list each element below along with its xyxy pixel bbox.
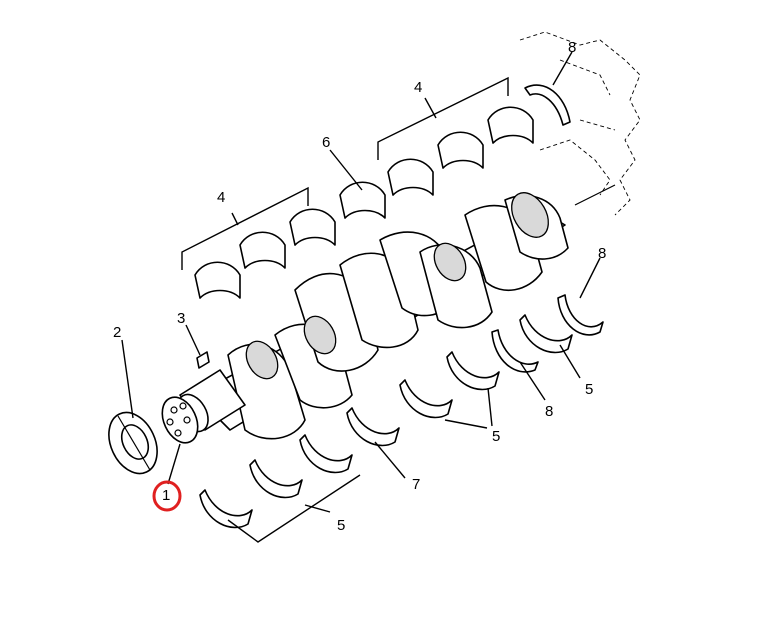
lower-bearing-shells-right bbox=[399, 314, 573, 419]
crankshaft bbox=[177, 192, 569, 440]
callout-2: 2 bbox=[113, 324, 121, 341]
callout-1: 1 bbox=[162, 487, 170, 504]
callout-8-lower: 8 bbox=[545, 403, 553, 420]
callout-5-middle: 5 bbox=[492, 428, 500, 445]
callout-8-right: 8 bbox=[598, 245, 606, 262]
thrust-bearing-shell-lower bbox=[346, 407, 400, 447]
bracket-5-left bbox=[227, 474, 361, 543]
bracket-4-left-stem bbox=[231, 212, 239, 226]
thrust-bearing-shell-upper bbox=[339, 181, 386, 219]
leader-lines bbox=[121, 51, 601, 485]
callout-1-highlight bbox=[152, 480, 182, 512]
key bbox=[196, 351, 210, 369]
bracket-5-left-stem bbox=[304, 504, 331, 513]
lower-bearing-shells-left bbox=[199, 434, 353, 529]
timing-ring bbox=[108, 411, 158, 475]
callout-4-right: 4 bbox=[414, 79, 422, 96]
callout-5-right: 5 bbox=[585, 381, 593, 398]
callout-5-left: 5 bbox=[337, 517, 345, 534]
thrust-washer-upper bbox=[524, 84, 571, 126]
callout-3: 3 bbox=[177, 310, 185, 327]
upper-bearing-shells-left bbox=[194, 208, 336, 299]
callout-4-left: 4 bbox=[217, 189, 225, 206]
bracket-4-right bbox=[377, 76, 509, 160]
upper-bearing-shells-right bbox=[387, 106, 534, 196]
bracket-4-left bbox=[181, 186, 309, 270]
callout-8-top: 8 bbox=[568, 39, 576, 56]
front-gear bbox=[161, 396, 199, 444]
engine-block-fragment bbox=[519, 31, 641, 216]
thrust-washers-lower bbox=[491, 294, 604, 373]
callout-6: 6 bbox=[322, 134, 330, 151]
bracket-4-right-stem bbox=[424, 97, 437, 119]
callout-7: 7 bbox=[412, 476, 420, 493]
